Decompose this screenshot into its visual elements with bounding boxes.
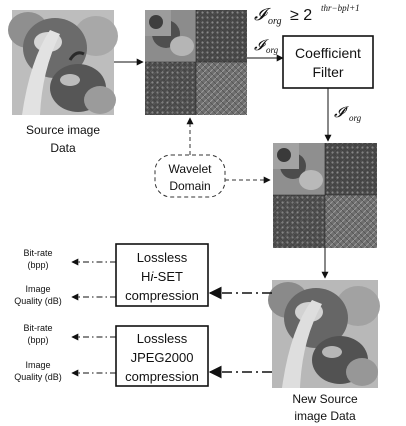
hiset-quality-label-1: Image [25, 284, 50, 294]
svg-text:org: org [266, 45, 279, 55]
hiset-box [115, 243, 209, 307]
source-label-line1: Source image [26, 123, 100, 137]
hiset-bitrate-label-1: Bit-rate [23, 248, 52, 258]
hiset-line1: Lossless [137, 250, 188, 265]
jpeg-line3: compression [125, 369, 199, 384]
coefficient-filter-box [282, 35, 374, 89]
wavelet-label-line1: Wavelet [169, 162, 213, 176]
jpeg-bitrate-label-1: Bit-rate [23, 323, 52, 333]
svg-text:org: org [349, 113, 362, 123]
wavelet-image-top [145, 10, 247, 115]
new-source-label-line2: image Data [294, 409, 356, 423]
svg-text:thr−bpl+1: thr−bpl+1 [321, 3, 360, 13]
source-label-line2: Data [50, 141, 76, 155]
wavelet-image-filtered [273, 143, 377, 248]
iorg-label: 𝓘 org [254, 38, 279, 55]
jpeg-quality-label-1: Image [25, 360, 50, 370]
iorg-prime-label: 𝓘′ org [334, 105, 362, 123]
jpeg-quality-label-2: Quality (dB) [14, 372, 62, 382]
new-source-image [268, 280, 380, 388]
hiset-line2: Hi-SET [141, 269, 183, 284]
filter-label-line2: Filter [312, 64, 343, 80]
jpeg2000-box [115, 325, 209, 387]
new-source-label-line1: New Source [292, 392, 358, 406]
wavelet-domain-label-box [154, 154, 226, 198]
hiset-quality-label-2: Quality (dB) [14, 296, 62, 306]
svg-text:𝓘′: 𝓘′ [334, 105, 349, 121]
svg-text:≥ 2: ≥ 2 [290, 7, 312, 24]
source-image [8, 10, 118, 115]
jpeg-line2: JPEG2000 [131, 350, 194, 365]
wavelet-label-line2: Domain [169, 179, 210, 193]
filter-label-line1: Coefficient [295, 45, 361, 61]
threshold-formula: 𝓘 org ≥ 2 thr−bpl+1 [254, 3, 360, 27]
hiset-line3: compression [125, 288, 199, 303]
jpeg-line1: Lossless [137, 331, 188, 346]
hiset-bitrate-label-2: (bpp) [27, 260, 48, 270]
svg-text:org: org [268, 16, 282, 27]
jpeg-bitrate-label-2: (bpp) [27, 335, 48, 345]
